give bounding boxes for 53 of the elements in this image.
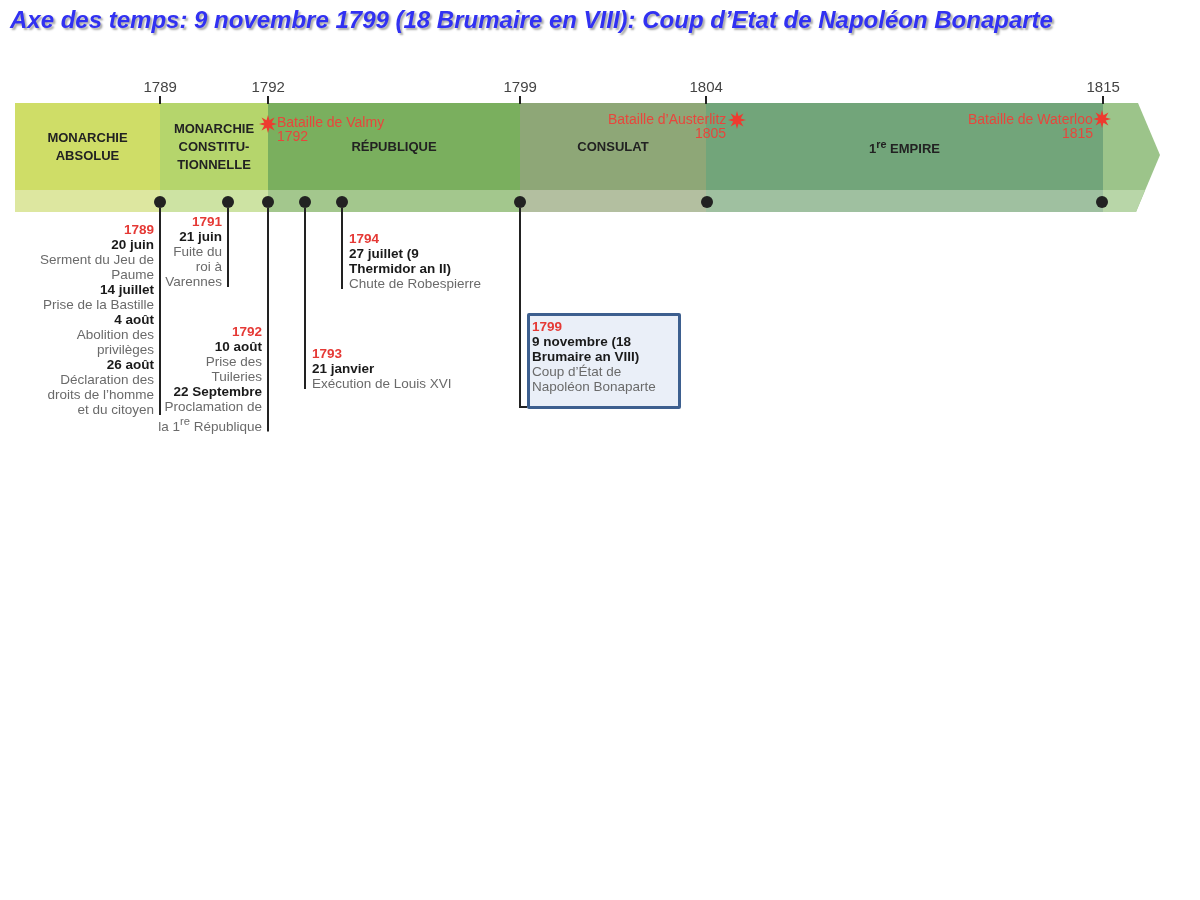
event-date: 21 janvier (312, 361, 376, 376)
event-date: 14 juillet (98, 282, 154, 297)
event-description: Fuite du roi à Varennes (164, 244, 222, 289)
event-year: 1799 (532, 319, 564, 334)
battle-label: Bataille de Waterloo (968, 111, 1093, 127)
period-label: 1$^{re}$ EMPIRE (869, 136, 940, 159)
event-description: Coup d’État de Napoléon Bonaparte (532, 364, 657, 394)
leader-line (341, 207, 343, 290)
period-label: MONARCHIE ABSOLUE (46, 128, 129, 165)
period-label: RÉPUBLIQUE (351, 137, 437, 156)
event-description: Serment du Jeu de Paume (38, 252, 154, 282)
period-band (160, 103, 268, 212)
event-year: 1789 (122, 222, 154, 237)
event-date: 22 Septembre (172, 384, 262, 399)
year-label: 1789 (143, 78, 177, 95)
battle-label: Bataille d’Austerlitz (608, 111, 727, 127)
year-label: 1815 (1086, 78, 1120, 95)
highlight-box (527, 313, 681, 409)
event-description: Prise de la Bastille (41, 297, 154, 312)
battle-label: Bataille de Valmy (277, 114, 385, 130)
event-description: Déclaration des droits de l’homme et du citoyen (46, 372, 154, 417)
year-label: 1799 (503, 78, 537, 95)
timeline-dot (299, 196, 311, 208)
event-date: 10 août (213, 339, 262, 354)
event-year: 1792 (230, 324, 262, 339)
battle-label: 1815 (1062, 125, 1094, 141)
timeline-dot (336, 196, 348, 208)
event-description: Abolition des privilèges (75, 327, 154, 357)
event-description: Exécution de Louis XVI (312, 376, 453, 391)
title: Axe des temps: 9 novembre 1799 (18 Brumaire en VIII): Coup d’Etat de Napoléon Bonaparte (10, 6, 1053, 34)
event-description: Prise des Tuileries (204, 354, 262, 384)
leader-line (304, 207, 306, 390)
period-label: MONARCHIE CONSTITU- TIONNELLE (172, 119, 256, 174)
year-label: 1804 (689, 78, 723, 95)
event-description: Proclamation de la 1$^{re}$ République (157, 399, 262, 434)
event-year: 1793 (312, 346, 344, 361)
event-date: 4 août (113, 312, 154, 327)
event-date: 20 juin (110, 237, 154, 252)
battle-label: 1805 (695, 125, 727, 141)
event-year: 1791 (190, 214, 222, 229)
period-band (268, 103, 520, 212)
period-label: CONSULAT (577, 137, 649, 156)
event-year: 1794 (349, 231, 381, 246)
event-date: 26 août (105, 357, 154, 372)
event-date: 21 juin (178, 229, 222, 244)
timeline-dot (222, 196, 234, 208)
event-description: Chute de Robespierre (349, 276, 482, 291)
event-date: 27 juillet (9 Thermidor an II) (349, 246, 452, 276)
leader-line (227, 207, 229, 288)
year-label: 1792 (251, 78, 285, 95)
battle-label: 1792 (277, 128, 309, 144)
event-date: 9 novembre (18 Brumaire an VIII) (532, 334, 641, 364)
period-band (15, 103, 160, 212)
